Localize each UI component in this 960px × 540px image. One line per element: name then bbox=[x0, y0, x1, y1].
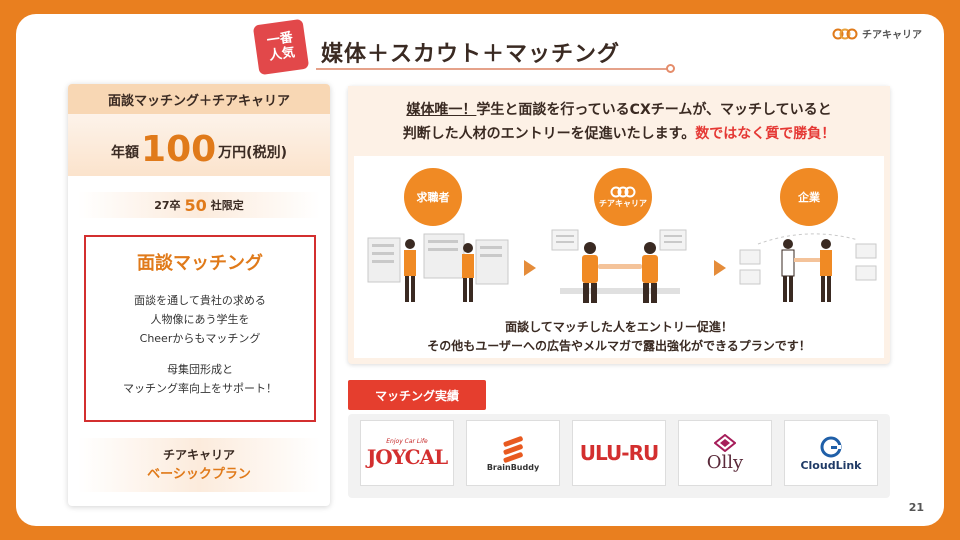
caption-line2: その他もユーザーへの広告やメルマガで露出強化ができるプランです！ bbox=[427, 339, 811, 353]
plan-brand: チアキャリア bbox=[162, 448, 235, 462]
step-jobseeker-label: 求職者 bbox=[416, 191, 450, 204]
page-number: 21 bbox=[908, 501, 924, 514]
logo-olly-text: Olly bbox=[706, 451, 744, 473]
matching-title: 面談マッチング bbox=[137, 253, 263, 274]
heading-quality: 数ではなく質で勝負！ bbox=[695, 126, 836, 142]
heading-line1-rest: 学生と面談を行っているCXチームが、マッチしていると bbox=[476, 102, 832, 118]
limit-value: 50 bbox=[184, 195, 207, 215]
matching-support: 母集団形成と マッチング率向上をサポート！ bbox=[86, 360, 314, 398]
title-underline-dot bbox=[666, 64, 675, 73]
jobseeker-illustration bbox=[367, 233, 509, 302]
cheer-logo-icon bbox=[610, 186, 636, 197]
support-line: 母集団形成と bbox=[167, 363, 233, 376]
limit-prefix: 27卒 bbox=[154, 199, 181, 212]
flow-illustration: 求職者 チアキャリア 企業 bbox=[354, 156, 884, 358]
step-cheer-label: チアキャリア bbox=[599, 198, 647, 208]
logo-cloudlink-text: CloudLink bbox=[800, 458, 862, 472]
step-jobseeker: 求職者 bbox=[404, 168, 462, 226]
flow-panel: 媒体唯一！学生と面談を行っているCXチームが、マッチしていると 判断した人材のエ… bbox=[348, 86, 890, 364]
logo-brainbuddy-text: BrainBuddy bbox=[486, 462, 540, 472]
logo-uluru-text: ULU-RU bbox=[579, 441, 659, 465]
matching-description: 面談を通して貴社の求める 人物像にあう学生を Cheerからもマッチング bbox=[86, 291, 314, 348]
brand-logo: チアキャリア bbox=[832, 26, 922, 41]
meeting-illustration bbox=[551, 229, 687, 303]
matching-line: 面談を通して貴社の求める bbox=[134, 294, 266, 307]
caption-line1: 面談してマッチした人をエントリー促進！ bbox=[505, 320, 733, 334]
matching-line: 人物像にあう学生を bbox=[150, 313, 250, 326]
brainbuddy-mark-icon bbox=[503, 435, 523, 463]
cloudlink-mark-icon bbox=[820, 436, 842, 457]
heading-unique: 媒体唯一！ bbox=[406, 102, 477, 118]
basic-plan-label: チアキャリア ベーシックプラン bbox=[78, 438, 320, 492]
step-company-label: 企業 bbox=[798, 191, 820, 204]
flow-heading-line2: 判断した人材のエントリーを促進いたします。数ではなく質で勝負！ bbox=[348, 122, 890, 146]
plan-price: 年額 100 万円(税別) bbox=[68, 114, 330, 176]
page-title: 媒体＋スカウト＋マッチング bbox=[321, 42, 621, 67]
logo-brainbuddy: BrainBuddy bbox=[466, 420, 560, 486]
title-underline bbox=[316, 68, 671, 70]
heading-line2-start: 判断した人材のエントリーを促進いたします。 bbox=[402, 126, 696, 142]
arrow-right-icon bbox=[524, 260, 536, 276]
logo-olly: Olly bbox=[678, 420, 772, 486]
slide: 一番 人気 媒体＋スカウト＋マッチング チアキャリア 面談マッチング＋チアキャリ… bbox=[16, 14, 944, 526]
cheer-logo-icon bbox=[832, 28, 858, 39]
olly-mark-icon bbox=[714, 433, 736, 452]
arrow-right-icon bbox=[714, 260, 726, 276]
support-line: マッチング率向上をサポート！ bbox=[123, 382, 277, 395]
matching-results-label: マッチング実績 bbox=[348, 380, 486, 410]
popular-badge: 一番 人気 bbox=[252, 18, 310, 76]
badge-line2: 人気 bbox=[268, 45, 296, 64]
plan-heading: 面談マッチング＋チアキャリア bbox=[68, 84, 330, 114]
logo-uluru: ULU-RU bbox=[572, 420, 666, 486]
flow-heading-line1: 媒体唯一！学生と面談を行っているCXチームが、マッチしていると bbox=[348, 98, 890, 122]
step-company: 企業 bbox=[780, 168, 838, 226]
price-prefix: 年額 bbox=[111, 145, 140, 161]
logo-joycal-tagline: Enjoy Car Life bbox=[386, 437, 428, 445]
price-value: 100 bbox=[141, 129, 217, 170]
price-suffix: 万円(税別) bbox=[218, 145, 287, 161]
logo-joycal: Enjoy Car Life JOYCAL bbox=[360, 420, 454, 486]
brand-name: チアキャリア bbox=[862, 30, 922, 41]
logo-cloudlink: CloudLink bbox=[784, 420, 878, 486]
matching-box: 面談マッチング 面談を通して貴社の求める 人物像にあう学生を Cheerからもマ… bbox=[84, 235, 316, 422]
flow-heading: 媒体唯一！学生と面談を行っているCXチームが、マッチしていると 判断した人材のエ… bbox=[348, 86, 890, 156]
company-limit: 27卒 50 社限定 bbox=[78, 192, 320, 218]
flow-caption: 面談してマッチした人をエントリー促進！ その他もユーザーへの広告やメルマガで露出… bbox=[354, 318, 884, 356]
step-cheer: チアキャリア bbox=[594, 168, 652, 226]
company-illustration bbox=[739, 233, 877, 302]
logo-joycal-text: JOYCAL bbox=[366, 444, 448, 469]
plan-card: 面談マッチング＋チアキャリア 年額 100 万円(税別) 27卒 50 社限定 … bbox=[68, 84, 330, 506]
limit-suffix: 社限定 bbox=[210, 199, 244, 212]
plan-name: ベーシックプラン bbox=[147, 467, 251, 482]
matching-line: Cheerからもマッチング bbox=[139, 332, 261, 345]
client-logos: Enjoy Car Life JOYCAL BrainBuddy ULU-RU … bbox=[348, 414, 890, 498]
